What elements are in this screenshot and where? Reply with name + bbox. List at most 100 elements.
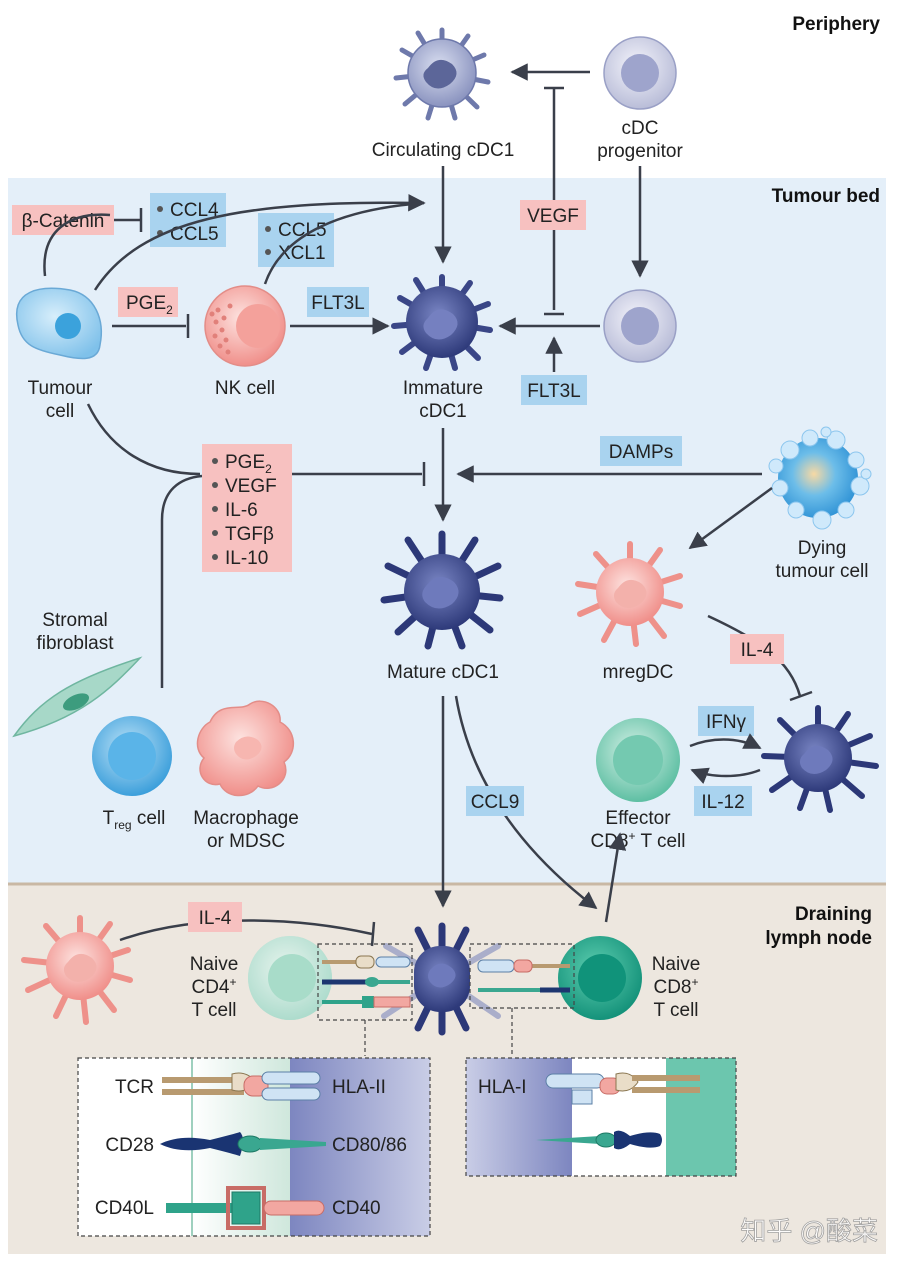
arrow-il12	[690, 767, 761, 784]
effector-cd8-cell	[596, 718, 680, 802]
label-il4-mreg: IL-4	[741, 640, 774, 661]
curve-tumour-to-immature	[93, 193, 426, 291]
ccl9-box	[466, 786, 524, 816]
curve-stroma-to-inhibitors	[160, 474, 203, 688]
label-naive-cd8-2: CD8+	[653, 975, 698, 998]
mature-cdc1-cell	[380, 530, 504, 650]
label-circulating-cdc1: Circulating cDC1	[372, 140, 515, 161]
label-il12: IL-12	[701, 792, 744, 813]
damps-box	[600, 436, 682, 466]
arrow-dying-to-mregdc	[688, 486, 773, 550]
zoom-box-cd4-synapse: TCR HLA-II CD28 CD80/86 CD40L CD40	[77, 1057, 431, 1237]
lymphnode-cdc1-cell	[381, 922, 501, 1036]
label-inhib-pge2: PGE2	[225, 452, 272, 476]
region-lymph-node-line2: lymph node	[765, 928, 872, 949]
label-effector-1: Effector	[605, 808, 671, 829]
label-il4-ln: IL-4	[199, 908, 232, 929]
label-inhib-vegf: VEGF	[225, 476, 277, 497]
ccl5-xcl1-box	[258, 213, 334, 267]
label-naive-cd8-1: Naive	[652, 954, 701, 975]
dying-tumour-cell	[768, 426, 872, 530]
label-cd40l: CD40L	[95, 1198, 154, 1219]
label-tcr: TCR	[115, 1077, 154, 1098]
label-nk-cell: NK cell	[215, 378, 275, 399]
label-hla1: HLA-I	[478, 1077, 527, 1098]
label-cd40: CD40	[332, 1198, 381, 1219]
region-lymph-node-line1: Draining	[795, 904, 872, 925]
label-ccl4: CCL4	[170, 200, 219, 221]
naive-cd8-cell	[558, 936, 642, 1020]
label-damps: DAMPs	[609, 442, 673, 463]
label-mature-cdc1: Mature cDC1	[387, 662, 499, 683]
activated-cdc1-cell	[761, 705, 879, 813]
mregdc-cell	[575, 541, 683, 647]
tcr-hla2-pair	[162, 1071, 321, 1101]
cd8-coreceptor-pair	[536, 1130, 662, 1150]
label-dying-1: Dying	[798, 538, 847, 559]
label-tumour-cell-1: Tumour	[28, 378, 93, 399]
region-periphery: Periphery	[792, 14, 880, 35]
nk-cell	[204, 285, 286, 367]
label-stromal-1: Stromal	[42, 610, 107, 631]
il12-box	[694, 786, 752, 816]
hla1-tcr-pair	[545, 1072, 700, 1105]
naive-cd4-cell	[248, 936, 332, 1020]
label-naive-cd8-3: T cell	[653, 1000, 698, 1021]
label-pge2: PGE2	[126, 293, 173, 317]
curve-nk-to-immature	[263, 201, 425, 285]
stromal-fibroblast	[12, 656, 143, 738]
treg-cell	[92, 716, 172, 796]
synapse-left-receptors	[317, 943, 413, 1021]
label-ccl5-nk: CCL5	[278, 220, 327, 241]
label-vegf: VEGF	[527, 206, 579, 227]
synapse-right-receptors	[469, 943, 575, 1009]
tumour-cell	[15, 287, 102, 360]
macrophage-cell	[196, 700, 294, 797]
vegf-label-box	[520, 200, 586, 230]
zoom-box-cd8-synapse: HLA-I	[465, 1057, 737, 1177]
curve-tumour-to-bcat	[43, 213, 111, 277]
label-tumour-cell-2: cell	[46, 401, 75, 422]
flt3l-prog-box	[521, 375, 587, 405]
arrow-ifng	[689, 733, 762, 750]
mregdc-lymphnode-cell	[21, 915, 133, 1025]
label-ifng: IFNγ	[706, 712, 747, 733]
immature-cdc1-cell	[391, 274, 493, 371]
label-hla2: HLA-II	[332, 1077, 386, 1098]
arrow-naive-to-effector	[604, 832, 627, 923]
label-inhib-tgfb: TGFβ	[225, 524, 274, 545]
label-effector-2: CD8+ T cell	[590, 829, 685, 852]
il4-mreg-box	[730, 634, 784, 664]
region-tumour-bed: Tumour bed	[772, 186, 880, 207]
label-flt3l-prog: FLT3L	[527, 381, 581, 402]
watermark: 知乎 @酸菜	[740, 1216, 878, 1246]
ccl4-ccl5-box	[150, 193, 226, 247]
label-xcl1: XCL1	[278, 243, 326, 264]
label-ccl5: CCL5	[170, 224, 219, 245]
label-cd28: CD28	[105, 1135, 154, 1156]
curve-tumour-to-inhibitors	[86, 403, 201, 476]
cd28-cd8086-pair	[160, 1132, 326, 1156]
inhib-il4-lymphnode	[119, 919, 373, 942]
label-cd8086: CD80/86	[332, 1135, 407, 1156]
tissue-progenitor-cell	[603, 289, 677, 363]
il4-ln-box	[188, 902, 242, 932]
cd40l-cd40-pair	[166, 1186, 325, 1230]
label-cdc-progenitor-1: cDC	[622, 118, 659, 139]
label-naive-cd4-1: Naive	[190, 954, 239, 975]
label-immature-cdc1-2: cDC1	[419, 401, 467, 422]
label-ccl9: CCL9	[471, 792, 520, 813]
flt3l-nk-box	[307, 287, 369, 317]
label-naive-cd4-3: T cell	[191, 1000, 236, 1021]
label-cdc-progenitor-2: progenitor	[597, 141, 683, 162]
pge2-box	[118, 287, 178, 317]
label-inhib-il6: IL-6	[225, 500, 258, 521]
label-mregdc: mregDC	[603, 662, 674, 683]
label-inhib-il10: IL-10	[225, 548, 268, 569]
label-macrophage-2: or MDSC	[207, 831, 285, 852]
label-naive-cd4-2: CD4+	[191, 975, 236, 998]
label-flt3l-nk: FLT3L	[311, 293, 365, 314]
ifng-box	[698, 706, 754, 736]
